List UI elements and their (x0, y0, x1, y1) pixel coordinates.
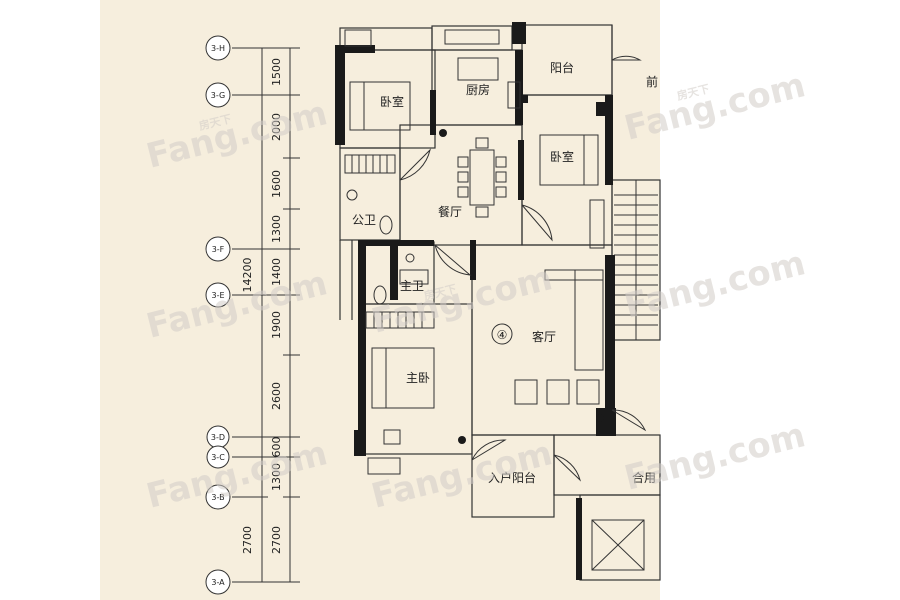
windows (344, 29, 605, 475)
axis-marker-h: 3-H (205, 35, 255, 61)
grid-axis-markers: 3-H 3-G 3-F 3-E 3-D 3-C (205, 35, 283, 595)
label-public-bath: 公卫 (352, 213, 376, 227)
dim-seg-9: 1300 (270, 463, 283, 491)
axis-marker-e: 3-E (205, 282, 283, 308)
structural-walls (335, 22, 616, 580)
axis-marker-c: 3-C (206, 445, 283, 469)
stair-treads (614, 180, 658, 340)
axis-label-g: 3-G (211, 91, 225, 100)
label-bedroom-left: 卧室 (380, 94, 404, 109)
dim-seg-7: 2600 (270, 382, 283, 410)
dining-table (469, 149, 495, 206)
dim-bottom: 2700 (241, 526, 254, 554)
axis-marker-b: 3-B (205, 484, 255, 510)
thin-walls (339, 24, 661, 581)
dim-seg-5: 1400 (270, 258, 283, 286)
dim-seg-6: 1900 (270, 311, 283, 339)
label-kitchen: 厨房 (466, 82, 490, 97)
unit-number-circle (491, 323, 513, 345)
furniture (346, 57, 645, 571)
axis-label-f: 3-F (212, 245, 225, 254)
label-front: 前 (646, 74, 658, 89)
axis-label-d: 3-D (211, 433, 225, 442)
label-living: 客厅 (532, 329, 556, 344)
room-labels: 阳台 前 卧室 厨房 卧室 餐厅 公卫 主卫 ④ 客厅 主卧 入户阳台 合用 (352, 60, 658, 485)
dim-seg-8: 600 (270, 437, 283, 458)
label-balcony: 阳台 (550, 60, 574, 75)
axis-label-h: 3-H (211, 44, 225, 53)
dim-seg-1: 1500 (270, 58, 283, 86)
label-entry-balcony: 入户阳台 (488, 470, 536, 485)
axis-marker-g: 3-G (205, 82, 283, 108)
dim-seg-3: 1600 (270, 170, 283, 198)
dim-seg-2: 2000 (270, 113, 283, 141)
axis-label-a: 3-A (211, 578, 225, 587)
paper-background (100, 0, 660, 600)
label-bedroom-right: 卧室 (550, 149, 574, 164)
dimension-column (255, 47, 300, 583)
doors (399, 55, 647, 482)
axis-label-b: 3-B (211, 493, 224, 502)
dim-seg-4: 1300 (270, 215, 283, 243)
axis-marker-f: 3-F (205, 236, 283, 262)
axis-label-e: 3-E (211, 291, 224, 300)
label-master-bed: 主卧 (406, 371, 430, 385)
dim-total: 14200 (241, 258, 254, 293)
plants (439, 106, 611, 444)
label-dining: 餐厅 (438, 204, 462, 219)
label-unit-number: ④ (497, 328, 508, 342)
dim-seg-10: 2700 (270, 526, 283, 554)
axis-marker-a: 3-A (205, 569, 255, 595)
dimension-labels: 14200 2700 1500 2000 1600 1300 1400 1900… (241, 58, 283, 554)
label-master-bath: 主卫 (400, 279, 424, 293)
label-shared: 合用 (632, 470, 656, 485)
axis-label-c: 3-C (211, 453, 225, 462)
